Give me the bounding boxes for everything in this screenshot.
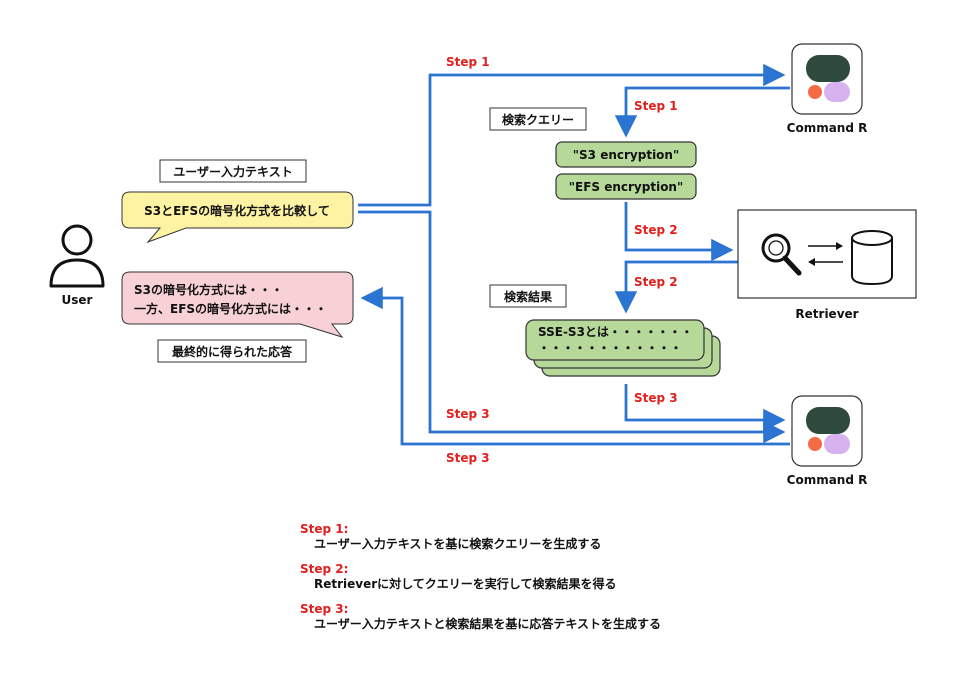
answer-caption-box	[157, 339, 307, 363]
input-bubble-text: S3とEFSの暗号化方式を比較して	[144, 203, 330, 218]
legend-step-3: Step 3: ユーザー入力テキストと検索結果を基に応答テキストを生成する	[300, 602, 661, 632]
answer-caption: 最終的に得られた応答	[172, 344, 293, 359]
step1-query-label: Step 1	[634, 99, 678, 113]
query-caption-box	[489, 107, 587, 131]
arrow-user-to-command-r-bottom	[358, 210, 786, 444]
legend-step-1: Step 1: ユーザー入力テキストを基に検索クエリーを生成する	[300, 522, 661, 552]
input-caption: ユーザー入力テキスト	[173, 164, 292, 179]
arrow-retriever-to-results	[614, 260, 738, 314]
arrow-command-r-to-query	[614, 86, 790, 138]
legend-step-2-desc: Retrieverに対してクエリーを実行して検索結果を得る	[314, 577, 617, 591]
step3-to-model-label: Step 3	[446, 407, 490, 421]
magnifier-icon	[761, 233, 802, 276]
answer-line-1: S3の暗号化方式には・・・	[134, 282, 283, 297]
result-card-front	[525, 319, 705, 361]
query-box-2	[555, 173, 697, 200]
step3-to-user-label: Step 3	[446, 451, 490, 465]
legend-step-1-title: Step 1:	[300, 522, 349, 536]
command-r-logo-top	[791, 43, 863, 115]
input-bubble	[121, 191, 354, 244]
step-labels: Step 1 Step 1 Step 2 Step 2 Step 3 Step …	[446, 55, 678, 465]
legend-step-2-title: Step 2:	[300, 562, 349, 576]
command-r-top-label: Command R	[787, 121, 868, 135]
user-icon	[49, 224, 105, 288]
step-legend: Step 1: ユーザー入力テキストを基に検索クエリーを生成する Step 2:…	[300, 522, 661, 642]
query-text-1: "S3 encryption"	[573, 148, 679, 162]
command-r-logo-bottom	[791, 395, 863, 467]
legend-step-2: Step 2: Retrieverに対してクエリーを実行して検索結果を得る	[300, 562, 661, 592]
step3-center-label: Step 3	[634, 391, 678, 405]
results-caption: 検索結果	[504, 289, 552, 304]
arrow-command-r-to-answer	[360, 286, 790, 446]
arrow-user-to-command-r-top	[358, 63, 786, 207]
command-r-bottom-label: Command R	[787, 473, 868, 487]
legend-step-3-title: Step 3:	[300, 602, 349, 616]
results-caption-box	[489, 284, 567, 308]
answer-bubble	[121, 271, 354, 338]
answer-line-2: 一方、EFSの暗号化方式には・・・	[134, 301, 327, 316]
legend-step-1-desc: ユーザー入力テキストを基に検索クエリーを生成する	[314, 537, 602, 551]
arrow-results-to-command-r-bottom	[624, 384, 786, 432]
exchange-arrows-icon	[808, 242, 843, 266]
result-line-1: SSE-S3とは・・・・・・・	[538, 325, 693, 339]
step2-results-label: Step 2	[634, 275, 678, 289]
retriever-label: Retriever	[795, 307, 858, 321]
step1-top-label: Step 1	[446, 55, 490, 69]
result-line-2: ・・・・・・・・・・・・	[538, 341, 682, 355]
input-caption-box	[159, 159, 307, 183]
query-box-1	[555, 141, 697, 168]
legend-step-3-desc: ユーザー入力テキストと検索結果を基に応答テキストを生成する	[314, 617, 662, 631]
arrow-query-to-retriever	[624, 202, 734, 262]
query-text-2: "EFS encryption"	[569, 180, 683, 194]
user-label: User	[62, 293, 93, 307]
database-icon	[851, 230, 893, 286]
query-caption: 検索クエリー	[502, 112, 574, 127]
step2-retriever-label: Step 2	[634, 223, 678, 237]
flow-arrows	[358, 63, 790, 446]
